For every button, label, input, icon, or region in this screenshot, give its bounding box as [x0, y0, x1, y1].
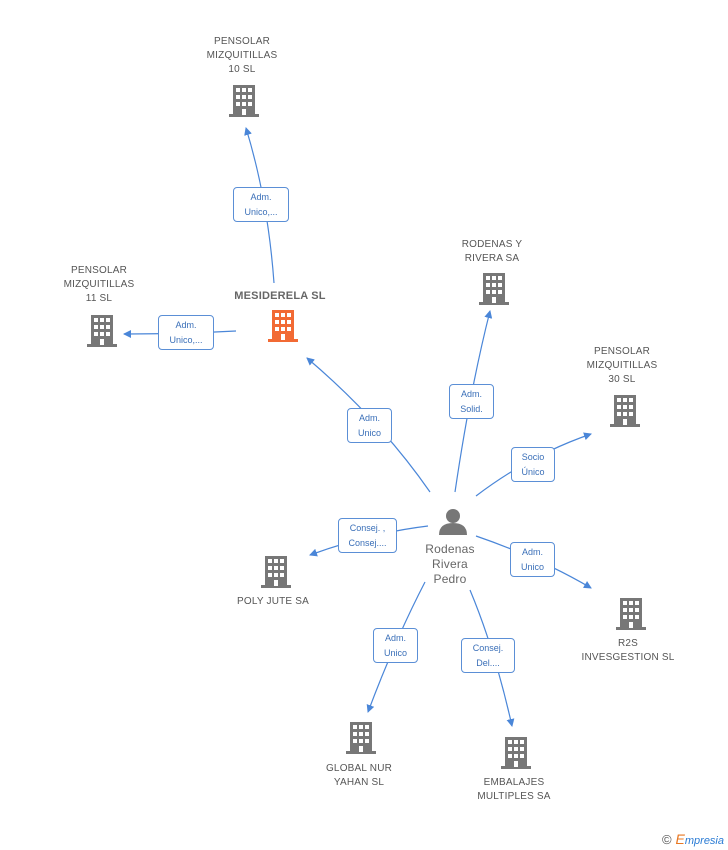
- relation-label-mesiderela[interactable]: Adm. Unico: [347, 408, 392, 443]
- building-icon[interactable]: [346, 722, 376, 754]
- relation-label-pm30[interactable]: Socio Único: [511, 447, 555, 482]
- building-icon[interactable]: [616, 598, 646, 630]
- building-icon[interactable]: [229, 85, 259, 117]
- person-icon[interactable]: [439, 509, 467, 535]
- building-icon[interactable]: [479, 273, 509, 305]
- center-building-icon[interactable]: [268, 310, 298, 342]
- company-label-pensolar-10[interactable]: PENSOLAR MIZQUITILLAS 10 SL: [206, 36, 278, 75]
- company-label-poly-jute[interactable]: POLY JUTE SA: [236, 596, 310, 607]
- copyright-symbol: ©: [661, 832, 672, 847]
- company-label-r2s[interactable]: R2S INVESGESTION SL: [581, 638, 675, 663]
- relation-label-pm10[interactable]: Adm. Unico,...: [233, 187, 289, 222]
- relation-label-rodenas-rivera[interactable]: Adm. Solid.: [449, 384, 494, 419]
- company-label-pensolar-30[interactable]: PENSOLAR MIZQUITILLAS 30 SL: [586, 346, 658, 385]
- company-label-rodenas-y-rivera[interactable]: RODENAS Y RIVERA SA: [461, 239, 523, 264]
- building-icon[interactable]: [610, 395, 640, 427]
- building-icon[interactable]: [87, 315, 117, 347]
- building-icon[interactable]: [261, 556, 291, 588]
- center-company-label[interactable]: MESIDERELA SL: [234, 290, 326, 302]
- building-icon[interactable]: [501, 737, 531, 769]
- person-label[interactable]: Rodenas Rivera Pedro: [425, 542, 475, 586]
- empresia-logo[interactable]: ©Empresia: [661, 831, 724, 847]
- company-label-global-nur[interactable]: GLOBAL NUR YAHAN SL: [325, 763, 393, 788]
- company-label-pensolar-11[interactable]: PENSOLAR MIZQUITILLAS 11 SL: [63, 265, 135, 304]
- relation-label-embalajes[interactable]: Consej. Del....: [461, 638, 515, 673]
- relation-label-pm11[interactable]: Adm. Unico,...: [158, 315, 214, 350]
- relation-label-global-nur[interactable]: Adm. Unico: [373, 628, 418, 663]
- company-label-embalajes[interactable]: EMBALAJES MULTIPLES SA: [477, 777, 551, 802]
- relation-label-r2s[interactable]: Adm. Unico: [510, 542, 555, 577]
- relation-label-poly-jute[interactable]: Consej. , Consej....: [338, 518, 397, 553]
